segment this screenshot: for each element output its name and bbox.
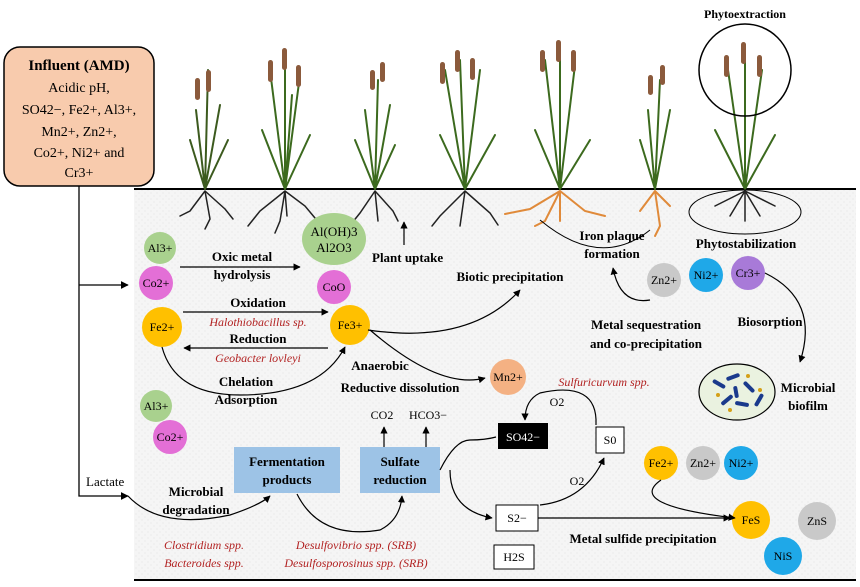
adsorption-label: Adsorption — [215, 392, 279, 407]
h2s-label: H2S — [503, 550, 524, 564]
oxic-label-1: Oxic metal — [212, 249, 273, 264]
sulfuricurvum-label: Sulfuricurvum spp. — [558, 375, 649, 389]
ion-nis: NiS — [774, 549, 793, 563]
influent-box: Influent (AMD) Acidic pH, SO42−, Fe2+, A… — [3, 46, 155, 187]
chelation-label: Chelation — [219, 374, 274, 389]
microbial-degradation-1: Microbial — [169, 484, 224, 499]
sulfate-box — [360, 447, 440, 493]
co2-label: CO2 — [371, 408, 394, 422]
plant-3 — [351, 62, 399, 224]
reductive-label: Reductive dissolution — [341, 380, 461, 395]
o2-label-b: O2 — [570, 474, 585, 488]
anaerobic-label: Anaerobic — [351, 358, 409, 373]
iron-plaque-label-2: formation — [584, 246, 640, 261]
al-oh3-label: Al(OH)3 — [311, 224, 358, 239]
metal-sulfide-label: Metal sulfide precipitation — [569, 531, 717, 546]
metal-sequestration-2: and co-precipitation — [590, 336, 703, 351]
phytostabilization-ellipse — [688, 189, 802, 235]
ion-zns: ZnS — [807, 514, 827, 528]
ion-zn: Zn2+ — [651, 273, 677, 287]
influent-line2: SO42−, Fe2+, Al3+, — [22, 103, 136, 118]
s0-label: S0 — [604, 433, 617, 447]
ion-ni-b: Ni2+ — [729, 456, 754, 470]
biotic-label: Biotic precipitation — [456, 269, 564, 284]
influent-line3: Mn2+, Zn2+, — [41, 125, 116, 140]
ion-ni: Ni2+ — [694, 268, 719, 282]
metal-sequestration-1: Metal sequestration — [591, 317, 702, 332]
phytostabilization-label: Phytostabilization — [696, 236, 797, 251]
ion-fes: FeS — [742, 513, 761, 527]
ion-co-1: Co2+ — [143, 276, 170, 290]
influent-line4: Co2+, Ni2+ and — [34, 146, 125, 161]
s2-label: S2− — [507, 511, 527, 525]
influent-line1: Acidic pH, — [48, 81, 109, 96]
ion-cr: Cr3+ — [736, 266, 761, 280]
ion-fe2: Fe2+ — [150, 320, 175, 334]
ion-al-2: Al3+ — [144, 399, 169, 413]
reduction-label: Reduction — [229, 331, 287, 346]
fermentation-label-2: products — [263, 472, 312, 487]
bacteroides-label: Bacteroides spp. — [164, 556, 244, 570]
plant-6 — [639, 65, 671, 237]
phytoextraction-label: Phytoextraction — [704, 7, 786, 21]
lactate-label: Lactate — [86, 474, 124, 489]
hco3-label: HCO3− — [409, 408, 447, 422]
geobacter-label: Geobacter lovleyi — [215, 351, 301, 365]
desulfosporosinus-label: Desulfosporosinus spp. (SRB) — [283, 556, 427, 570]
microbial-biofilm — [698, 363, 776, 421]
ion-zn-b: Zn2+ — [690, 456, 716, 470]
ion-al-1: Al3+ — [148, 241, 173, 255]
microbial-biofilm-label-1: Microbial — [781, 380, 836, 395]
plant-4 — [431, 50, 499, 227]
desulfovibrio-label: Desulfovibrio spp. (SRB) — [295, 538, 416, 552]
ion-co-2: Co2+ — [157, 430, 184, 444]
ions: Al3+ Co2+ Al(OH)3 Al2O3 CoO Fe2+ Fe3+ Al… — [139, 213, 836, 575]
al2o3-label: Al2O3 — [316, 240, 351, 255]
clostridium-label: Clostridium spp. — [164, 538, 244, 552]
biosorption-label: Biosorption — [737, 314, 803, 329]
sulfate-label-1: Sulfate — [381, 454, 420, 469]
fermentation-label-1: Fermentation — [249, 454, 326, 469]
plant-1 — [179, 69, 234, 230]
microbial-biofilm-label-2: biofilm — [788, 398, 828, 413]
plant-uptake-label: Plant uptake — [372, 250, 443, 265]
so4-label: SO42− — [506, 430, 540, 444]
ion-coo: CoO — [323, 280, 346, 294]
ion-fe3: Fe3+ — [338, 318, 363, 332]
plants — [179, 23, 802, 237]
microbial-degradation-2: degradation — [162, 502, 230, 517]
plant-2 — [247, 48, 316, 234]
halothiobacillus-label: Halothiobacillus sp. — [208, 315, 306, 329]
fermentation-box — [234, 447, 340, 493]
ion-mn: Mn2+ — [493, 370, 523, 384]
phytoextraction-circle — [698, 23, 792, 117]
iron-plaque-label-1: Iron plaque — [579, 228, 644, 243]
influent-title: Influent (AMD) — [28, 58, 129, 74]
plant-5 — [504, 40, 606, 227]
plant-7 — [714, 42, 776, 222]
influent-line5: Cr3+ — [65, 166, 94, 181]
o2-label-a: O2 — [550, 395, 565, 409]
ion-fe-b: Fe2+ — [649, 456, 674, 470]
oxic-label-2: hydrolysis — [214, 267, 271, 282]
oxidation-label: Oxidation — [230, 295, 286, 310]
sulfate-label-2: reduction — [373, 472, 427, 487]
